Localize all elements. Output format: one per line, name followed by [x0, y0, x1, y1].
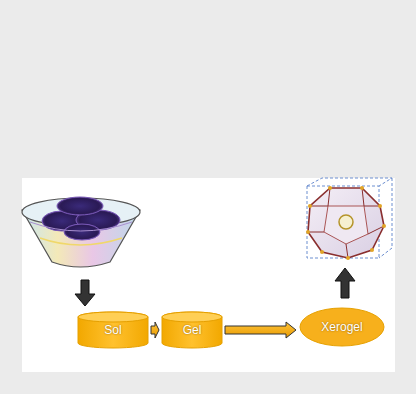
block-arrow: [151, 322, 159, 338]
stage-label: Sol: [100, 323, 125, 337]
up-arrow: [335, 268, 355, 298]
bowl-illustration: [22, 197, 140, 267]
stage-ellipse: Xerogel: [299, 307, 385, 347]
stage-cylinder: Sol: [78, 312, 148, 348]
stage-cylinder: Gel: [162, 312, 222, 348]
down-arrow: [75, 280, 95, 306]
block-arrow: [225, 322, 296, 338]
crystal-illustration: [306, 178, 392, 260]
stage-label: Gel: [179, 323, 206, 337]
stage-label: Xerogel: [317, 320, 366, 334]
